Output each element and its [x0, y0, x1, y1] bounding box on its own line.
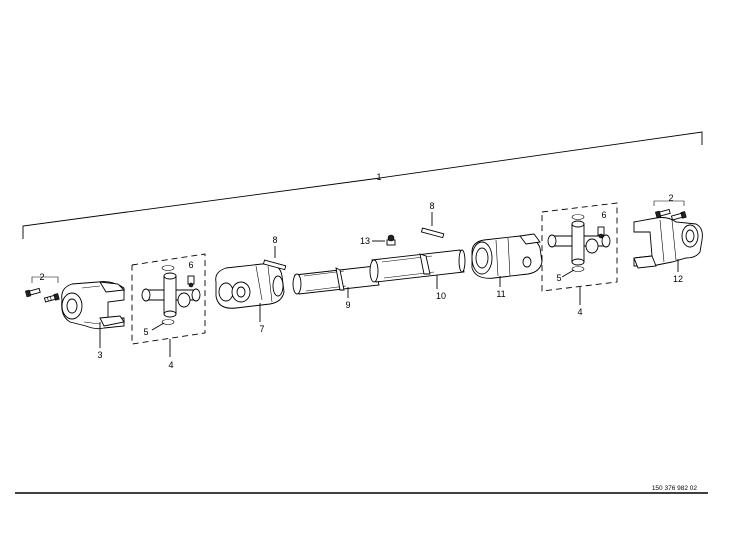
outer-yoke	[471, 233, 543, 287]
label-11: 11	[496, 289, 505, 299]
assembly-bracket	[22, 131, 703, 239]
grease-nipple-left	[187, 275, 195, 288]
label-4-left: 4	[168, 360, 173, 370]
pin-right	[420, 212, 445, 239]
label-2-left: 2	[39, 272, 44, 282]
label-6-right: 6	[601, 210, 606, 220]
bolt-pair-right	[653, 200, 687, 221]
cross-kit-left	[141, 265, 201, 325]
cross-kit-box-right	[541, 202, 618, 305]
yoke-right	[633, 217, 703, 272]
label-3: 3	[97, 350, 102, 360]
label-9: 9	[345, 300, 350, 310]
label-12: 12	[673, 274, 683, 284]
pin-left	[262, 246, 287, 271]
cross-kit-box-left	[131, 253, 206, 357]
yoke-left	[61, 281, 125, 348]
label-13: 13	[360, 236, 370, 246]
label-8-left: 8	[272, 235, 277, 245]
grease-nipple-right	[597, 226, 605, 239]
document-number: 150 376 982 02	[652, 485, 698, 492]
label-1: 1	[376, 172, 381, 182]
inner-yoke	[215, 263, 285, 322]
label-6-left: 6	[188, 260, 193, 270]
outer-tube	[369, 249, 466, 289]
label-2-right: 2	[668, 193, 673, 203]
label-7: 7	[259, 324, 264, 334]
label-5-right: 5	[556, 273, 561, 283]
label-5-left: 5	[143, 327, 148, 337]
label-8-right: 8	[429, 201, 434, 211]
bolt-pair-left	[24, 276, 60, 303]
inner-tube	[292, 265, 380, 298]
label-4-right: 4	[577, 307, 582, 317]
grease-nipple-tube	[372, 234, 396, 246]
label-10: 10	[436, 291, 446, 301]
cross-kit-right	[547, 214, 611, 272]
